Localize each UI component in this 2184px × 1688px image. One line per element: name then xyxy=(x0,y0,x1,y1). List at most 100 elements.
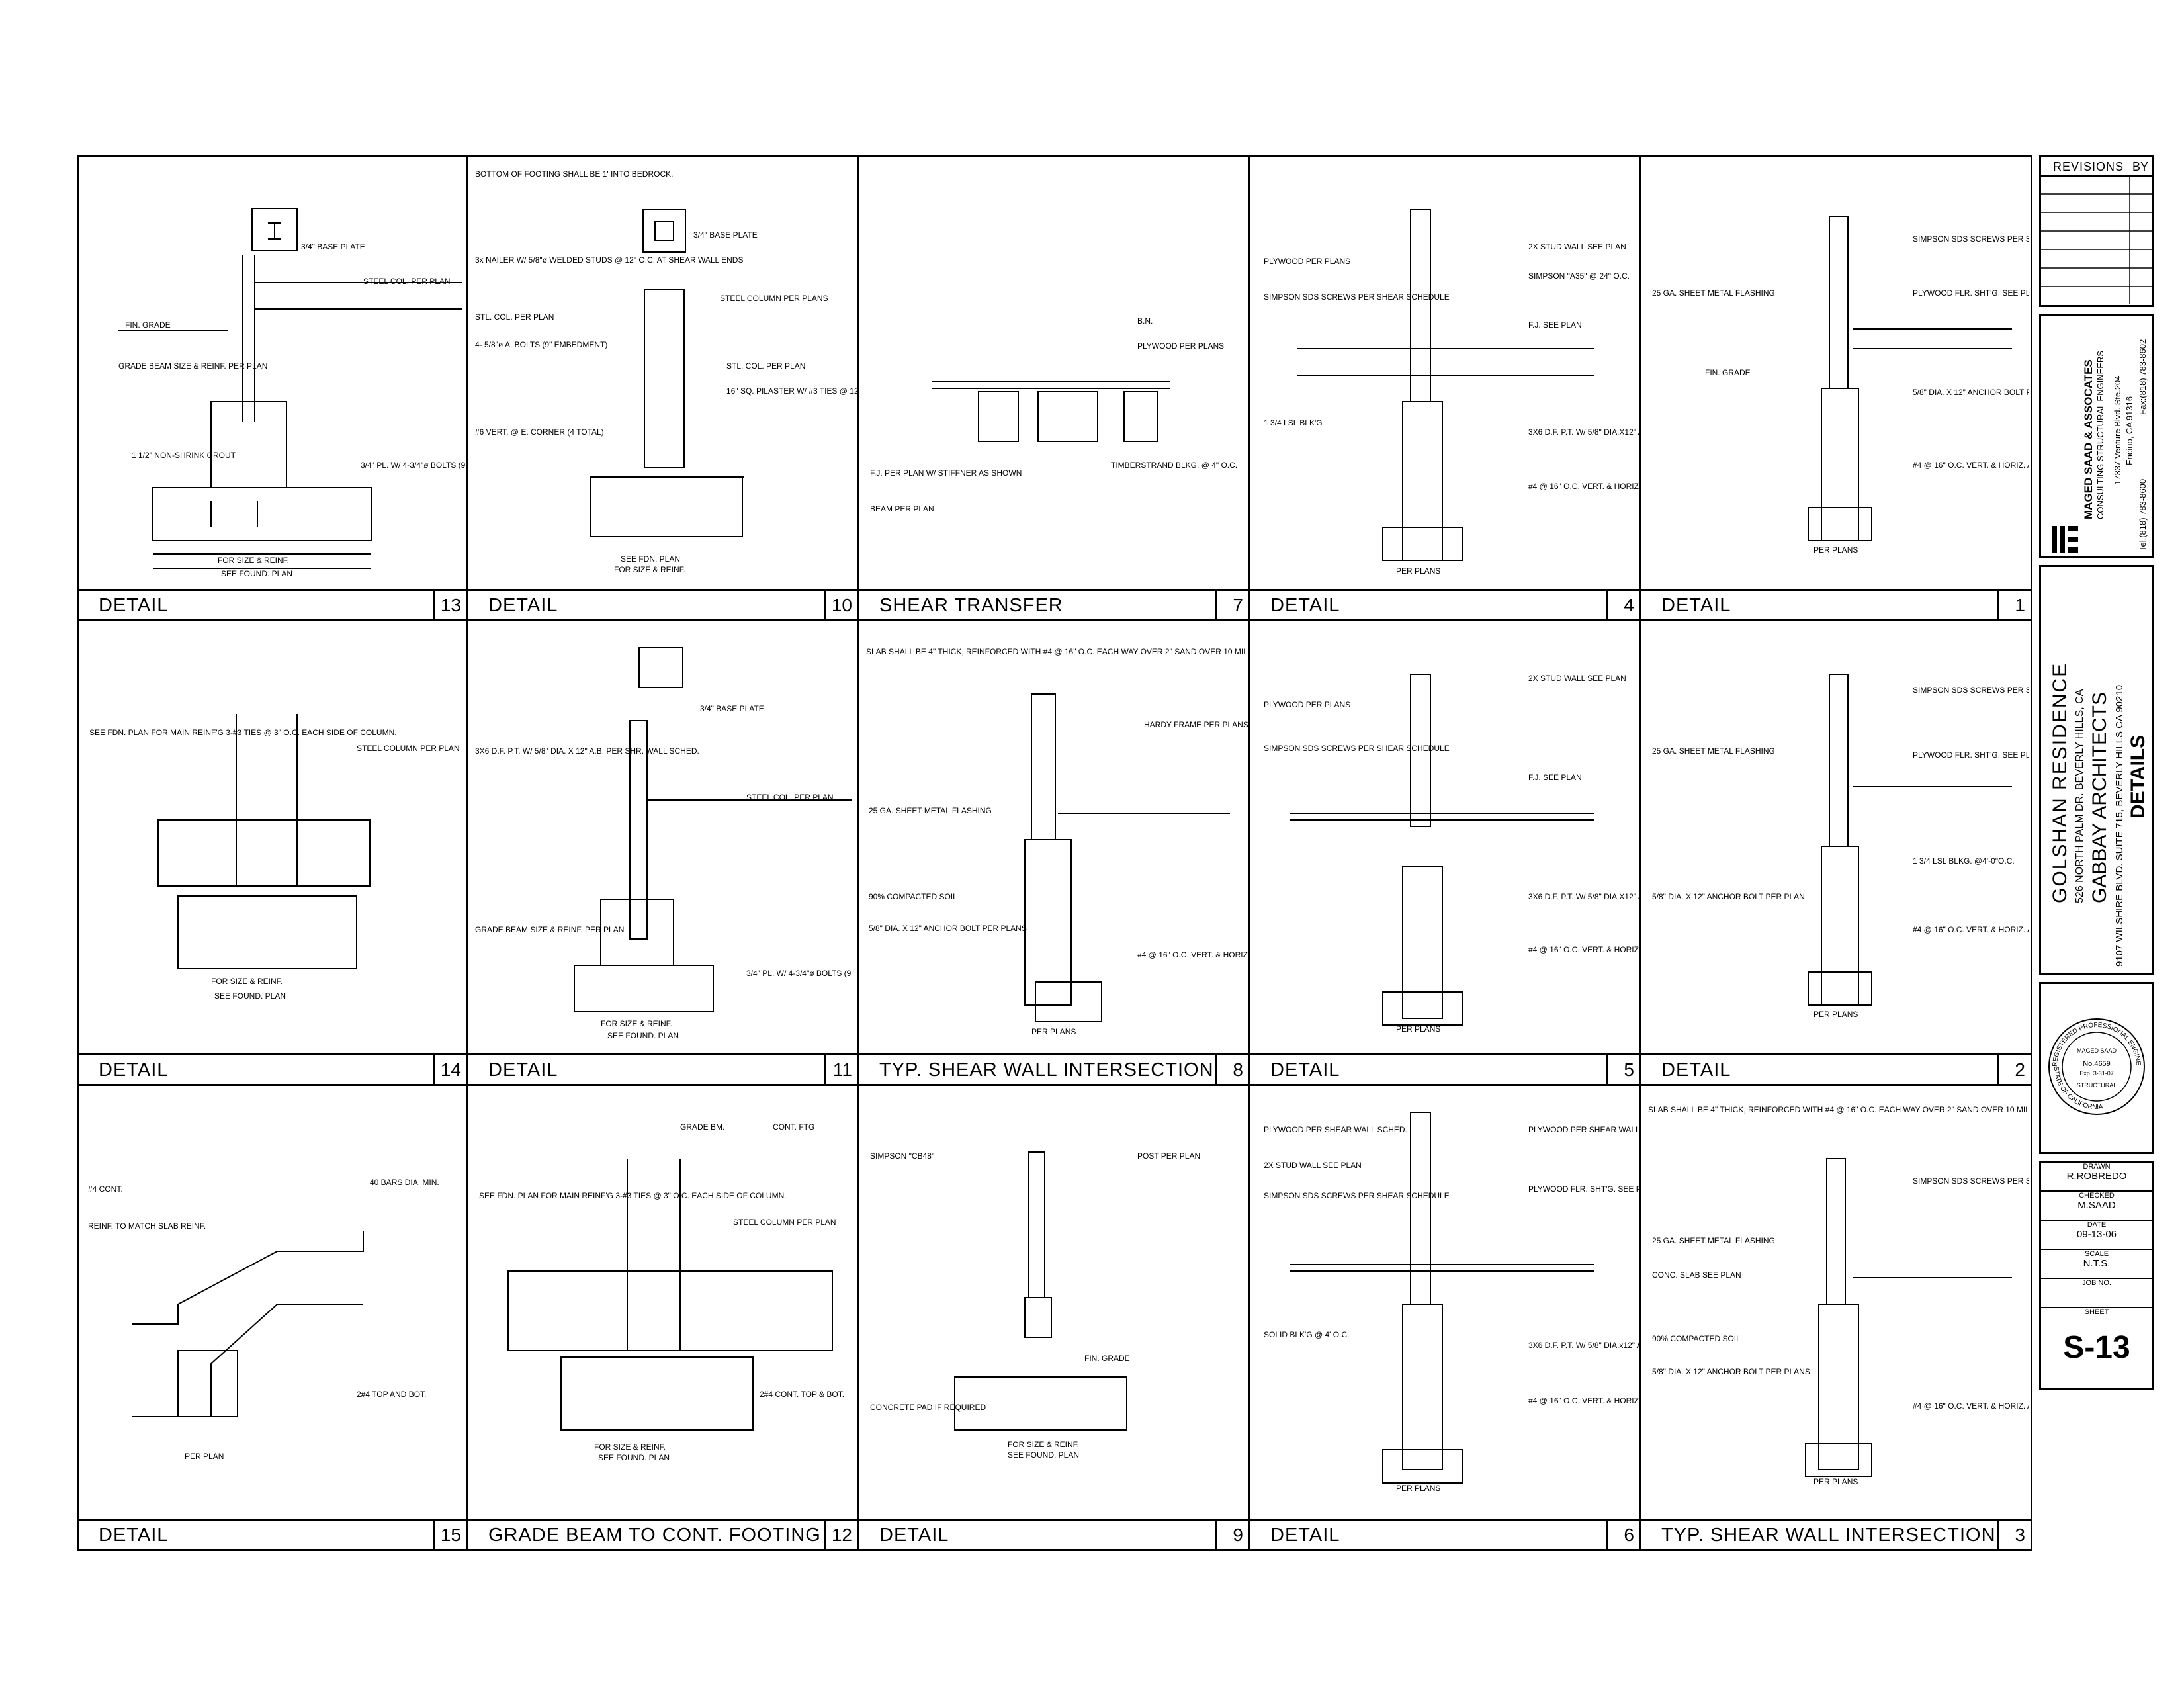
note: FIN. GRADE xyxy=(125,320,171,330)
note: #4 @ 16" O.C. VERT. & HORIZ. ALT. BEND W… xyxy=(1913,925,2029,934)
project-address: 526 NORTH PALM DR. BEVERLY HILLS, CA xyxy=(2074,689,2085,903)
revisions-label: REVISIONS xyxy=(2053,160,2124,173)
detail-7: B.N. PLYWOOD PER PLANS TIMBERSTRAND BLKG… xyxy=(859,157,1250,621)
note: 2X STUD WALL SEE PLAN xyxy=(1528,242,1626,251)
note: BOTTOM OF FOOTING SHALL BE 1' INTO BEDRO… xyxy=(475,169,673,179)
note: PER PLANS xyxy=(1396,566,1440,576)
note: B.N. xyxy=(1137,316,1153,326)
detail-title-bar: DETAIL 9 xyxy=(859,1519,1248,1549)
project-box: GOLSHAN RESIDENCE 526 NORTH PALM DR. BEV… xyxy=(2039,565,2154,975)
detail-title-bar: DETAIL 2 xyxy=(1641,1053,2031,1084)
drawn-value: R.ROBREDO xyxy=(2066,1171,2127,1182)
detail-number: 2 xyxy=(1997,1055,2031,1084)
note: PER PLANS xyxy=(1813,1477,1858,1486)
detail-label: DETAIL xyxy=(1270,1059,1340,1081)
detail-10-drawing: BOTTOM OF FOOTING SHALL BE 1' INTO BEDRO… xyxy=(475,169,857,574)
job-label: JOB NO. xyxy=(2081,1279,2111,1287)
note: PER PLANS xyxy=(1396,1024,1440,1034)
detail-4-drawing: 2X STUD WALL SEE PLAN PLYWOOD PER PLANS … xyxy=(1264,209,1639,576)
note: STEEL COLUMN PER PLAN xyxy=(733,1218,836,1227)
sheet-row: SHEET S-13 xyxy=(2041,1308,2152,1388)
detail-title-bar: DETAIL 6 xyxy=(1250,1519,1639,1549)
note: SIMPSON SDS SCREWS PER SHEAR SCHEDULE xyxy=(1264,744,1450,753)
note: 5/8" DIA. X 12" ANCHOR BOLT PER PLAN xyxy=(1913,388,2029,397)
note: 40 BARS DIA. MIN. xyxy=(370,1178,439,1187)
checked-row: CHECKED M.SAAD xyxy=(2041,1192,2152,1221)
detail-title-bar: DETAIL 11 xyxy=(468,1053,857,1084)
detail-3-drawing: SLAB SHALL BE 4" THICK, REINFORCED WITH … xyxy=(1648,1105,2029,1486)
detail-label: DETAIL xyxy=(99,595,169,616)
detail-2: SIMPSON SDS SCREWS PER SHEAR SCHEDULE 25… xyxy=(1641,621,2031,1086)
note: PLYWOOD FLR. SHT'G. SEE PLAN xyxy=(1913,289,2029,298)
detail-label: GRADE BEAM TO CONT. FOOTING xyxy=(488,1525,821,1546)
checked-label: CHECKED xyxy=(2079,1192,2115,1200)
note: F.J. SEE PLAN xyxy=(1528,320,1582,330)
note: #4 @ 16" O.C. VERT. & HORIZ. ALT. BEND W… xyxy=(1528,945,1639,954)
note: 3X6 D.F. P.T. W/ 5/8" DIA.X12" A.B. PER … xyxy=(1528,427,1639,437)
note: SEE FOUND. PLAN xyxy=(607,1031,679,1040)
note: CONC. SLAB SEE PLAN xyxy=(1652,1270,1741,1280)
detail-number: 5 xyxy=(1606,1055,1639,1084)
note: 3/4" PL. W/ 4-3/4"ø BOLTS (9" EMBEDMENT) xyxy=(746,969,857,978)
detail-label: DETAIL xyxy=(99,1525,169,1546)
note: FOR SIZE & REINF. xyxy=(218,556,289,565)
detail-label: TYP. SHEAR WALL INTERSECTION xyxy=(1661,1525,1996,1546)
seal-name: MAGED SAAD xyxy=(2077,1047,2117,1054)
note: GRADE BM. xyxy=(680,1122,724,1132)
note: 5/8" DIA. X 12" ANCHOR BOLT PER PLANS xyxy=(1652,1367,1810,1376)
info-box: DRAWN R.ROBREDO CHECKED M.SAAD DATE 09-1… xyxy=(2039,1161,2154,1390)
revisions-header: REVISIONS BY xyxy=(2041,157,2152,177)
detail-15-drawing: #4 CONT. 40 BARS DIA. MIN. REINF. TO MAT… xyxy=(88,1178,439,1461)
note: SIMPSON SDS SCREWS PER SHEAR SCHEDULE xyxy=(1264,1191,1450,1200)
detail-title-bar: DETAIL 15 xyxy=(79,1519,466,1549)
note: 2X STUD WALL SEE PLAN xyxy=(1264,1161,1362,1170)
seal-ring-text: REGISTERED PROFESSIONAL ENGINEER xyxy=(2041,984,2142,1067)
note: FOR SIZE & REINF. xyxy=(601,1019,672,1028)
detail-number: 7 xyxy=(1215,591,1248,619)
note: 4- 5/8"ø A. BOLTS (9" EMBEDMENT) xyxy=(475,340,607,349)
project-name: GOLSHAN RESIDENCE xyxy=(2049,662,2071,903)
note: PLYWOOD PER SHEAR WALL SCHED. xyxy=(1264,1125,1407,1134)
note: PER PLANS xyxy=(1813,1010,1858,1019)
note: 3X6 D.F. P.T. W/ 5/8" DIA. X 12" A.B. PE… xyxy=(475,746,699,756)
detail-label: DETAIL xyxy=(488,1059,558,1081)
seal-type: STRUCTURAL xyxy=(2077,1082,2117,1088)
detail-number: 8 xyxy=(1215,1055,1248,1084)
note: #4 @ 16" O.C. VERT. & HORIZ. ALT. BEND W… xyxy=(1528,1396,1639,1405)
note: SLAB SHALL BE 4" THICK, REINFORCED WITH … xyxy=(866,647,1248,656)
date-label: DATE xyxy=(2087,1221,2107,1229)
detail-title-bar: DETAIL 5 xyxy=(1250,1053,1639,1084)
engineer-city: Encino, CA 91316 xyxy=(2124,396,2134,465)
note: #4 @ 16" O.C. VERT. & HORIZ. ALT. BEND W… xyxy=(1528,482,1639,491)
detail-number: 6 xyxy=(1606,1521,1639,1549)
by-label: BY xyxy=(2132,160,2148,173)
detail-9: SIMPSON "CB48" POST PER PLAN FIN. GRADE … xyxy=(859,1086,1250,1549)
note: GRADE BEAM SIZE & REINF. PER PLAN xyxy=(118,361,267,371)
detail-title-bar: DETAIL 14 xyxy=(79,1053,466,1084)
detail-2-drawing: SIMPSON SDS SCREWS PER SHEAR SCHEDULE 25… xyxy=(1652,674,2029,1019)
note: SEE FOUND. PLAN xyxy=(1008,1450,1079,1460)
detail-label: DETAIL xyxy=(1661,1059,1731,1081)
note: PLYWOOD PER SHEAR WALL SCHED. xyxy=(1528,1125,1639,1134)
note: REINF. TO MATCH SLAB REINF. xyxy=(88,1222,206,1231)
note: PER PLAN xyxy=(185,1452,224,1461)
detail-title-bar: DETAIL 4 xyxy=(1250,589,1639,619)
date-row: DATE 09-13-06 xyxy=(2041,1221,2152,1250)
note: FIN. GRADE xyxy=(1705,368,1751,377)
detail-6-drawing: PLYWOOD PER SHEAR WALL SCHED. PLYWOOD PE… xyxy=(1264,1112,1639,1493)
note: 25 GA. SHEET METAL FLASHING xyxy=(1652,1236,1775,1245)
note: PER PLANS xyxy=(1031,1027,1076,1036)
detail-9-drawing: SIMPSON "CB48" POST PER PLAN FIN. GRADE … xyxy=(870,1151,1200,1460)
note: GRADE BEAM SIZE & REINF. PER PLAN xyxy=(475,925,624,934)
note: SEE FDN. PLAN xyxy=(621,555,680,564)
note: STEEL COLUMN PER PLAN xyxy=(357,744,460,753)
revisions-table xyxy=(2041,175,2152,304)
detail-label: DETAIL xyxy=(1270,595,1340,616)
detail-title-bar: SHEAR TRANSFER 7 xyxy=(859,589,1248,619)
scale-row: SCALE N.T.S. xyxy=(2041,1250,2152,1279)
note: PLYWOOD FLR. SHT'G. SEE PLAN xyxy=(1913,750,2029,760)
seal-license: No.4659 xyxy=(2083,1060,2111,1068)
detail-13-drawing: 3/4" BASE PLATE STEEL COL. PER PLAN FIN.… xyxy=(118,208,466,578)
drawn-label: DRAWN xyxy=(2083,1163,2111,1171)
note: #4 CONT. xyxy=(88,1184,123,1194)
